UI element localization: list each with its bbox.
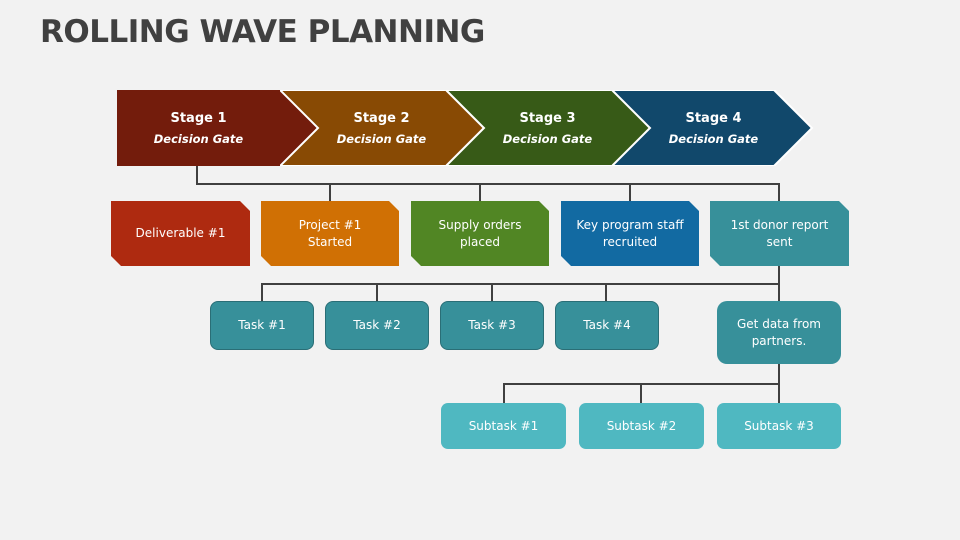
task-box: Task #4	[555, 301, 659, 350]
deliverable-box: Key program staff recruited	[561, 201, 699, 266]
stage-label: Stage 2	[353, 110, 410, 126]
subtask-box: Subtask #3	[717, 403, 841, 449]
stage-label: Stage 3	[519, 110, 576, 126]
deliverable-box: Supply orders placed	[411, 201, 549, 266]
stage-3-chevron: Stage 3 Decision Gate	[446, 90, 652, 166]
task-box-get-data: Get data from partners.	[717, 301, 841, 364]
stage-sublabel: Decision Gate	[153, 131, 244, 146]
stage-label: Stage 4	[685, 110, 742, 126]
stage-sublabel: Decision Gate	[502, 131, 593, 146]
task-box: Task #3	[440, 301, 544, 350]
stage-2-chevron: Stage 2 Decision Gate	[280, 90, 486, 166]
deliverable-box: Deliverable #1	[111, 201, 250, 266]
deliverable-box: Project #1 Started	[261, 201, 399, 266]
stage-4-chevron: Stage 4 Decision Gate	[612, 90, 815, 166]
page-title: ROLLING WAVE PLANNING	[40, 14, 485, 50]
stage-1-chevron: Stage 1 Decision Gate	[117, 90, 320, 166]
subtask-box: Subtask #1	[441, 403, 566, 449]
stage-sublabel: Decision Gate	[336, 131, 427, 146]
stage-sublabel: Decision Gate	[668, 131, 759, 146]
task-box: Task #2	[325, 301, 429, 350]
deliverable-box: 1st donor report sent	[710, 201, 849, 266]
stage-label: Stage 1	[170, 110, 227, 126]
subtask-box: Subtask #2	[579, 403, 704, 449]
task-box: Task #1	[210, 301, 314, 350]
